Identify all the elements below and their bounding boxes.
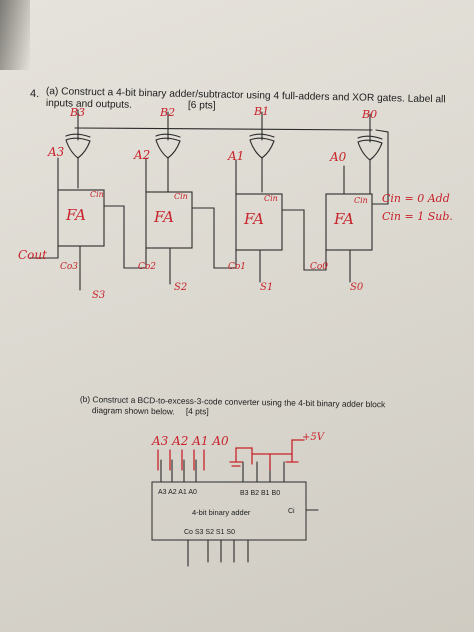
full-adder-0 <box>325 193 373 251</box>
label-co2: Co2 <box>138 262 157 272</box>
cin-label-0: Cin <box>354 196 368 205</box>
label-co0: Co0 <box>310 262 329 272</box>
label-co3: Co3 <box>60 262 79 272</box>
question-number: 4. <box>30 88 40 100</box>
label-a3: A3 <box>48 145 65 159</box>
block-ci: Ci <box>288 508 295 515</box>
full-adder-1 <box>235 193 283 251</box>
label-plus5v: +5V <box>302 432 324 443</box>
cin-label-1: Cin <box>264 194 278 203</box>
full-adder-3 <box>57 189 105 247</box>
xor-gate-0 <box>357 135 383 195</box>
label-a2: A2 <box>134 148 151 162</box>
label-s1: S1 <box>260 282 274 293</box>
full-adder-2 <box>145 191 193 249</box>
page-edge-shadow <box>0 0 30 70</box>
fa-label-1: FA <box>244 210 264 228</box>
fa-label-3: FA <box>66 206 86 224</box>
xor-gate-3 <box>65 133 91 189</box>
block-title: 4-bit binary adder <box>192 508 251 517</box>
label-a1: A1 <box>228 149 245 163</box>
cin-label-2: Cin <box>174 192 188 201</box>
binary-adder-block <box>151 481 307 541</box>
block-outputs: Co S3 S2 S1 S0 <box>184 529 235 536</box>
fa-label-0: FA <box>334 210 354 228</box>
label-cout: Cout <box>18 248 47 262</box>
label-b2: B2 <box>160 106 176 119</box>
label-b0: B0 <box>362 108 378 121</box>
label-s0: S0 <box>350 282 364 293</box>
xor-gate-1 <box>249 133 275 193</box>
xor-gate-2 <box>155 133 181 193</box>
label-a0: A0 <box>330 150 347 164</box>
label-b3: B3 <box>70 106 86 119</box>
label-s2: S2 <box>174 282 188 293</box>
label-co1: Co1 <box>228 262 247 272</box>
block-b-inputs: B3 B2 B1 B0 <box>240 490 281 497</box>
note-cin-add: Cin = 0 Add <box>382 192 450 205</box>
fa-label-2: FA <box>154 208 174 226</box>
label-s3: S3 <box>92 290 106 301</box>
label-b1: B1 <box>254 105 270 118</box>
block-a-inputs: A3 A2 A1 A0 <box>158 489 197 496</box>
note-cin-sub: Cin = 1 Sub. <box>382 210 453 223</box>
cin-label-3: Cin <box>90 190 104 199</box>
b-bus-wire <box>74 127 373 131</box>
label-a-inputs-handwritten: A3 A2 A1 A0 <box>152 434 229 448</box>
